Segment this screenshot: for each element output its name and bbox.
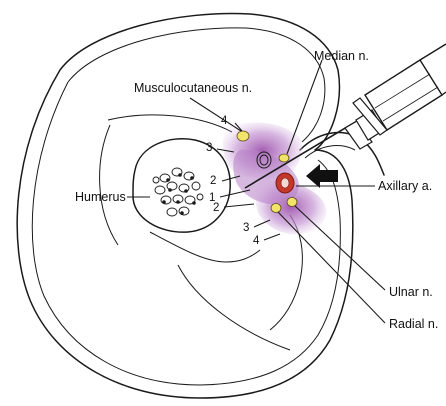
label-radial-nerve: Radial n. xyxy=(389,317,438,331)
axilla-skin-fold xyxy=(299,131,385,176)
num-3-upper: 3 xyxy=(206,142,212,154)
leader-median xyxy=(286,59,323,155)
syringe xyxy=(352,43,446,136)
leader-num-3-lower xyxy=(253,219,271,228)
radial-nerve xyxy=(270,203,282,213)
muscle-septum-upper xyxy=(107,114,233,133)
leader-num-4-upper xyxy=(234,122,243,132)
num-1: 1 xyxy=(209,192,215,204)
muscle-septum-left xyxy=(99,124,119,246)
label-musculocutaneous-nerve: Musculocutaneous n. xyxy=(134,81,252,95)
leader-num-1 xyxy=(219,189,251,198)
subcutaneous-line-lower xyxy=(31,81,341,386)
musculocutaneous-nerve xyxy=(236,130,250,142)
leader-radial xyxy=(277,211,386,324)
label-axillary-artery: Axillary a. xyxy=(378,179,432,193)
num-4-lower: 4 xyxy=(253,235,260,247)
leader-num-3-upper xyxy=(216,148,235,153)
label-median-nerve: Median n. xyxy=(314,49,369,63)
ulnar-nerve xyxy=(286,197,298,207)
humerus-marrow-dark xyxy=(162,173,196,215)
axilla-skin-fold-2 xyxy=(304,145,356,159)
subcutaneous-line xyxy=(67,27,326,143)
muscle-septum-lower xyxy=(149,231,261,263)
axillary-artery-lumen xyxy=(280,177,290,189)
humerus-marrow xyxy=(152,167,204,217)
pressure-arrow-icon xyxy=(306,164,338,188)
leader-num-2-lower xyxy=(223,203,255,208)
num-4-upper: 4 xyxy=(221,115,228,127)
label-humerus: Humerus xyxy=(75,190,126,204)
num-3-lower: 3 xyxy=(243,222,249,234)
leader-num-2-upper xyxy=(221,175,241,182)
median-nerve xyxy=(278,153,290,163)
num-2-lower: 2 xyxy=(213,202,219,214)
num-2-upper: 2 xyxy=(210,175,216,187)
label-ulnar-nerve: Ulnar n. xyxy=(389,285,433,299)
muscle-septum-bottom xyxy=(177,264,291,351)
axillary-vein xyxy=(256,151,272,169)
humerus-bone xyxy=(132,138,231,233)
leader-num-4-lower xyxy=(263,233,281,241)
arm-skin-outline xyxy=(16,12,354,399)
leader-ulnar xyxy=(294,205,386,291)
leader-musculocutaneous xyxy=(189,97,242,132)
